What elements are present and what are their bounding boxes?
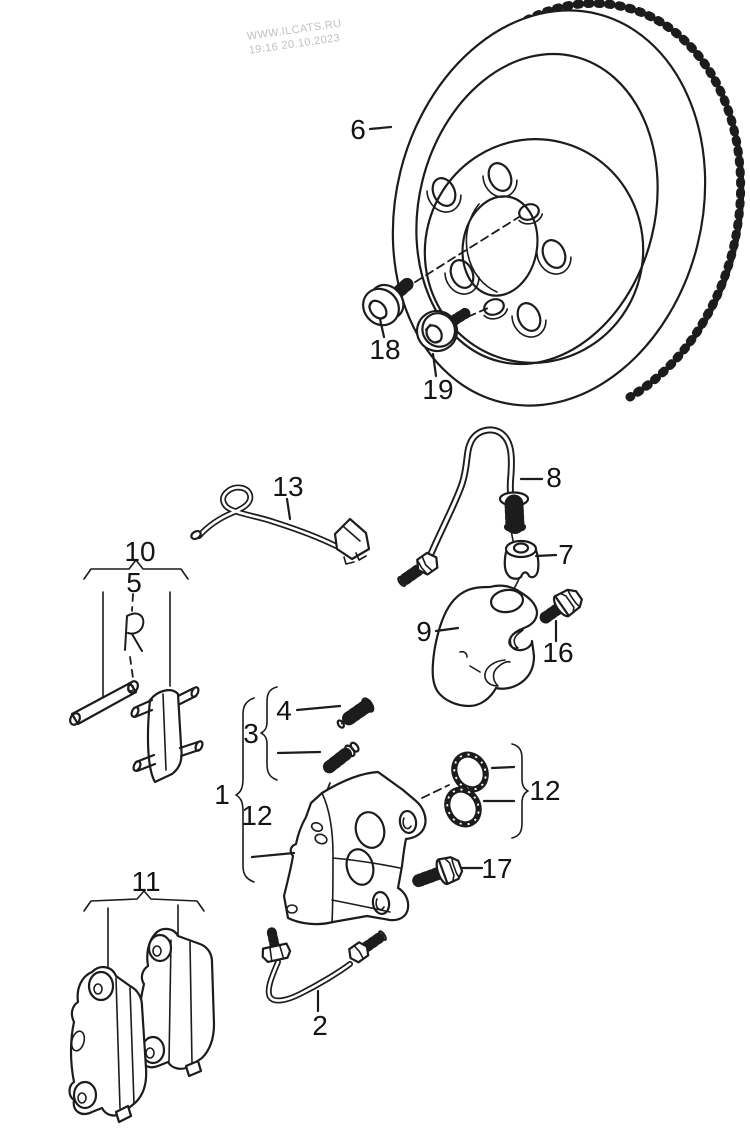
callout-17[interactable]: 17 <box>481 853 513 884</box>
socket-head-screw-drawing <box>362 276 415 327</box>
caliper-bolt-drawing <box>412 856 464 888</box>
pad-retainer-group-drawing <box>69 559 204 784</box>
leader-lines <box>250 125 558 1013</box>
seal-axis-line <box>421 784 450 799</box>
callout-6[interactable]: 6 <box>350 114 366 145</box>
callout-5[interactable]: 5 <box>126 567 142 598</box>
callout-9[interactable]: 9 <box>416 616 432 647</box>
callout-19[interactable]: 19 <box>422 374 454 405</box>
brace-1 <box>235 697 255 883</box>
seal-rings-drawing <box>444 751 489 828</box>
brake-caliper-drawing <box>282 770 427 926</box>
callout-11[interactable]: 11 <box>131 866 161 897</box>
countersunk-screw-drawing <box>415 307 471 353</box>
screw-18-axis-line <box>403 216 520 290</box>
callout-8[interactable]: 8 <box>546 462 562 493</box>
brake-disc-drawing <box>391 0 746 407</box>
hose-bracket-drawing <box>431 584 539 708</box>
callout-3[interactable]: 3 <box>243 718 259 749</box>
callout-18[interactable]: 18 <box>369 334 401 365</box>
callout-4[interactable]: 4 <box>276 695 292 726</box>
callout-2[interactable]: 2 <box>312 1010 328 1041</box>
callout-13[interactable]: 13 <box>272 471 304 502</box>
bleeder-valve-drawing <box>322 741 360 774</box>
brace-12 <box>511 743 529 839</box>
callout-12-left[interactable]: 12 <box>241 800 273 831</box>
bracket-bolt-drawing <box>539 588 583 624</box>
callout-10[interactable]: 10 <box>124 536 156 567</box>
callout-12-right[interactable]: 12 <box>529 775 561 806</box>
callout-1[interactable]: 1 <box>214 779 230 810</box>
brace-3 <box>260 686 278 781</box>
retaining-clip-drawing <box>503 539 540 592</box>
brake-hose-drawing <box>396 426 530 587</box>
callout-7[interactable]: 7 <box>558 539 574 570</box>
callout-16[interactable]: 16 <box>542 637 574 668</box>
wear-sensor-wire-drawing <box>190 484 371 565</box>
brake-pads-drawing <box>68 890 216 1124</box>
bleeder-cap-drawing <box>336 697 375 729</box>
brake-pipe-drawing <box>261 927 388 1004</box>
